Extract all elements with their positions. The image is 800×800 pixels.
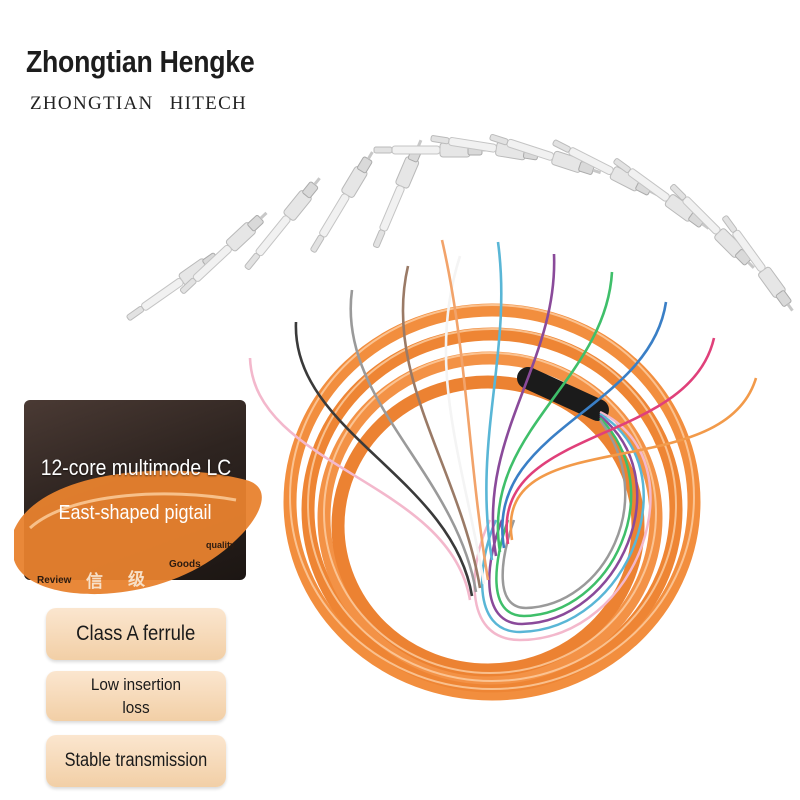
lc-connector-icon <box>613 158 710 230</box>
lc-connector-icon <box>179 211 268 294</box>
fiber-strand <box>485 241 503 561</box>
fiber-strand <box>501 301 668 549</box>
brand-title: Zhongtian Hengke <box>26 44 255 79</box>
brand-subtitle: ZHONGTIAN HITECH <box>30 93 248 114</box>
fiber-strand <box>496 271 614 553</box>
fiber-strand <box>294 321 474 597</box>
tag-goods: Goods <box>169 559 201 570</box>
feature-label: Class A ferrule <box>76 622 196 645</box>
tag-cn-1: 信 <box>86 572 103 591</box>
fiber-strand <box>509 377 758 541</box>
breakout-sleeve <box>517 367 609 421</box>
feature-label: Stable transmission <box>64 750 208 771</box>
lc-connector-icon <box>244 177 321 270</box>
fiber-strand <box>491 253 556 557</box>
fiber-strand <box>349 289 478 593</box>
feature-stable-transmission: Stable transmission <box>46 735 226 787</box>
fiber-strand <box>444 255 486 585</box>
lc-connector-icon <box>310 151 374 253</box>
banner-subtitle: East-shaped pigtail <box>58 502 212 524</box>
fiber-strand <box>505 337 716 545</box>
lc-connector-icon <box>552 139 658 197</box>
tag-quality: quality <box>206 540 236 550</box>
lc-connector-icon <box>722 215 794 312</box>
lc-connector-icon <box>372 139 423 249</box>
promo-banner <box>24 400 246 580</box>
fiber-strand <box>440 239 490 581</box>
feature-class-a-ferrule: Class A ferrule <box>46 608 226 660</box>
tag-cn-2: 级 <box>128 570 145 589</box>
fiber-strand <box>401 265 482 589</box>
feature-label: Low insertion loss <box>90 675 182 717</box>
tag-review: Review <box>37 575 72 586</box>
fiber-strand <box>248 357 472 601</box>
lc-connector-icon <box>126 250 224 321</box>
banner-title: 12-core multimode LC <box>40 455 232 480</box>
orange-swoosh-icon <box>24 400 246 580</box>
feature-low-insertion-loss: Low insertion loss <box>46 671 226 721</box>
lc-connector-icon <box>669 183 755 269</box>
